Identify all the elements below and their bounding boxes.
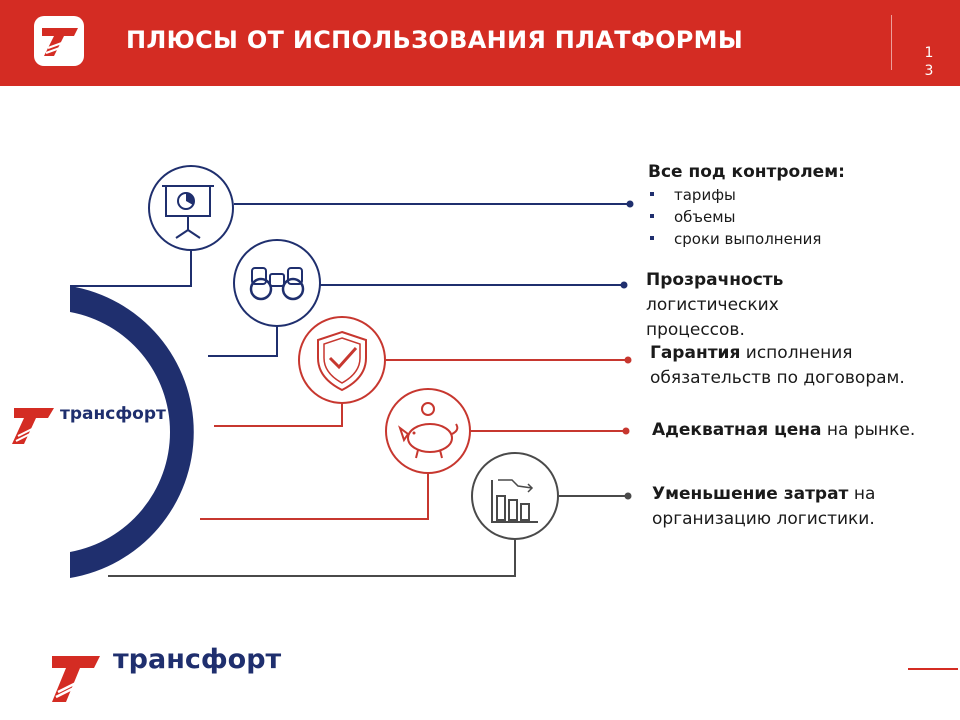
list-item: сроки выполнения [648, 228, 938, 250]
footer-logo-icon [52, 656, 100, 702]
benefit-2-bold: Прозрачность [646, 270, 784, 290]
connector-dot-2 [620, 281, 628, 289]
benefit-2-text: логистических процессов. [646, 295, 779, 340]
declining-bar-chart-icon [471, 452, 559, 540]
benefit-5: Уменьшение затрат на организацию логисти… [652, 482, 952, 532]
connector-2 [208, 284, 624, 357]
connector-4 [200, 430, 626, 520]
benefit-4-text: на рынке. [821, 420, 916, 440]
benefit-3-bold: Гарантия [650, 343, 741, 363]
benefit-1: Все под контролем: тарифы объемы сроки в… [648, 160, 938, 250]
connector-3 [214, 359, 628, 427]
header-divider [891, 15, 892, 70]
shield-check-icon [298, 316, 386, 404]
benefit-5-bold: Уменьшение затрат [652, 484, 849, 504]
benefit-3: Гарантия исполнения обязательств по дого… [650, 341, 915, 391]
page-number: 13 [924, 45, 934, 79]
connector-dot-5 [624, 492, 632, 500]
benefit-4: Адекватная цена на рынке. [652, 418, 922, 443]
piggy-bank-icon [385, 388, 471, 474]
connector-5 [108, 495, 628, 577]
binoculars-icon [233, 239, 321, 327]
footer-brand-name: трансфорт [113, 644, 282, 675]
list-item: тарифы [648, 184, 938, 206]
brand-half-ring [70, 286, 194, 578]
presentation-chart-icon [148, 165, 234, 251]
connector-dot-1 [626, 200, 634, 208]
benefit-3-text: исполнения обязательств по договорам. [650, 343, 905, 388]
connector-dot-4 [622, 427, 630, 435]
benefit-4-bold: Адекватная цена [652, 420, 822, 440]
connector-dot-3 [624, 356, 632, 364]
list-item: объемы [648, 206, 938, 228]
benefits-diagram [70, 165, 634, 578]
ring-brand-name: трансфорт [60, 404, 166, 424]
header-bar: ПЛЮСЫ ОТ ИСПОЛЬЗОВАНИЯ ПЛАТФОРМЫ 13 [0, 0, 960, 86]
page-title: ПЛЮСЫ ОТ ИСПОЛЬЗОВАНИЯ ПЛАТФОРМЫ [126, 26, 744, 54]
corner-accent-line [908, 668, 958, 670]
benefit-1-list: тарифы объемы сроки выполнения [648, 184, 938, 250]
connector-1 [70, 203, 630, 287]
transfort-mark-icon [12, 408, 54, 444]
benefit-5-text: на организацию логистики. [652, 484, 876, 529]
benefit-1-title: Все под контролем: [648, 162, 845, 182]
benefit-2: Прозрачность логистических процессов. [646, 268, 856, 343]
transfort-logo-icon [34, 16, 84, 66]
